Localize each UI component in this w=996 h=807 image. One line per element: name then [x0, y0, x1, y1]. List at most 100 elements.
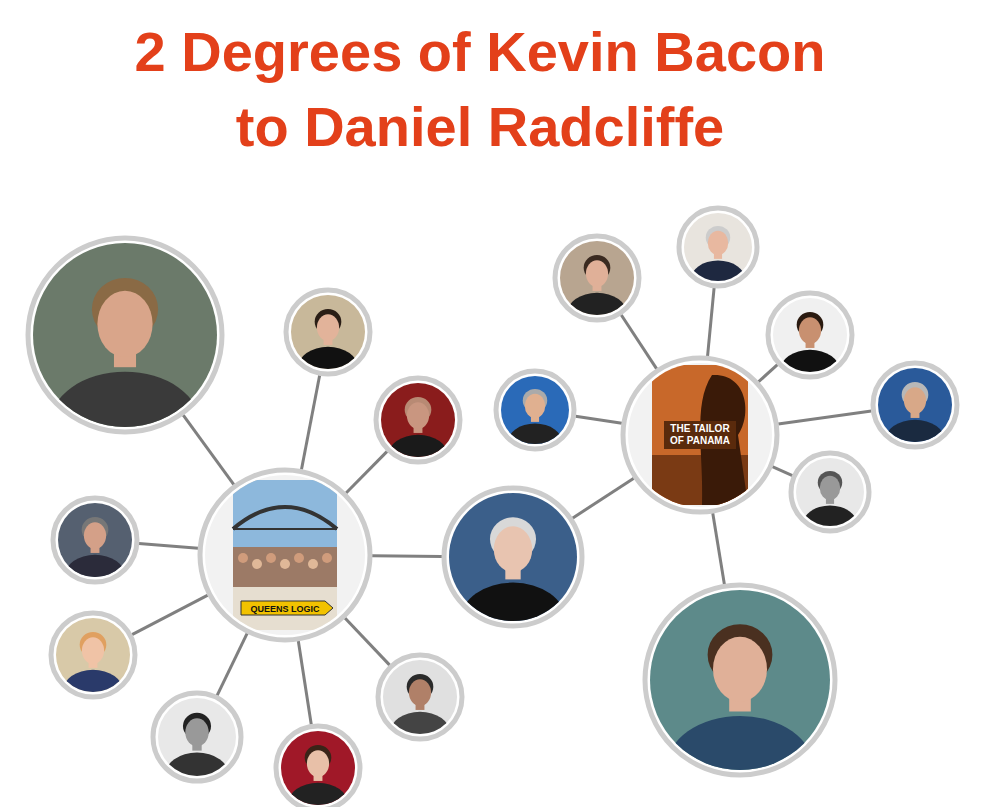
connector-line: [183, 415, 234, 485]
circle-outline: [25, 235, 225, 435]
poster-bridge-deck: [233, 528, 337, 530]
diagram-title: 2 Degrees of Kevin Bacon to Daniel Radcl…: [115, 14, 845, 164]
photo-shoulders: [65, 555, 126, 585]
circle-outline: [642, 582, 838, 778]
circle-picture: [552, 233, 642, 323]
photo-shoulders: [780, 350, 841, 380]
photo-shoulders: [690, 261, 746, 289]
connector-line: [772, 467, 792, 476]
photo-face: [904, 387, 926, 414]
connector-line: [217, 633, 247, 695]
poster-circle: THE TAILOR OF PANAMA: [620, 355, 780, 515]
photo-shoulders: [63, 670, 124, 700]
photo-face: [799, 317, 821, 344]
poster-figure: [294, 553, 304, 563]
circle-outline: [283, 287, 373, 377]
photo-face: [84, 522, 106, 549]
photo-face: [586, 260, 608, 287]
photo-shoulders: [802, 506, 858, 534]
photo-circle: [373, 375, 463, 465]
photo-circle: [765, 290, 855, 380]
circle-picture: [273, 723, 363, 807]
photo-circle: [870, 360, 960, 450]
circle-outline: [788, 450, 872, 534]
connector-line: [778, 411, 871, 424]
photo-shoulders: [567, 293, 628, 323]
photo-shoulders: [288, 783, 349, 807]
photo-circle: [50, 495, 140, 585]
poster-sky: [233, 480, 337, 547]
connector-line: [345, 618, 390, 665]
circle-picture: [788, 450, 872, 534]
circle-outline: [197, 467, 373, 643]
poster-title: THE TAILOR OF PANAMA: [664, 421, 736, 449]
photo-face: [713, 637, 767, 702]
photo-shoulders: [298, 347, 359, 377]
connector-line: [713, 513, 725, 584]
circle-picture: [197, 467, 373, 643]
circle-outline: [375, 652, 465, 742]
circle-outline: [48, 610, 138, 700]
photo-circle: [273, 723, 363, 807]
photo-circle: [25, 235, 225, 435]
circle-picture: [50, 495, 140, 585]
circle-picture: [441, 485, 585, 629]
circle-outline: [870, 360, 960, 450]
connector-line: [132, 595, 208, 634]
photo-shoulders: [507, 424, 563, 452]
circle-picture: [620, 355, 780, 515]
photo-face: [82, 637, 104, 664]
circle-picture: [48, 610, 138, 700]
circle-picture: [150, 690, 244, 784]
circle-picture: [25, 235, 225, 435]
photo-circle: [150, 690, 244, 784]
photo-circle: [375, 652, 465, 742]
circle-picture: [493, 368, 577, 452]
photo-circle: [552, 233, 642, 323]
photo-face: [317, 314, 339, 341]
circle-outline: [373, 375, 463, 465]
photo-face: [307, 750, 329, 777]
photo-circle: [283, 287, 373, 377]
connector-line: [758, 365, 777, 382]
photo-shoulders: [885, 420, 946, 450]
photo-face: [494, 526, 532, 572]
connector-line: [346, 451, 387, 493]
poster-figure: [280, 559, 290, 569]
circle-picture: [373, 375, 463, 465]
photo-circle: [788, 450, 872, 534]
poster-figure: [322, 553, 332, 563]
photo-face: [407, 402, 429, 429]
circle-outline: [273, 723, 363, 807]
circle-outline: [552, 233, 642, 323]
circle-outline: [150, 690, 244, 784]
photo-shoulders: [388, 435, 449, 465]
connector-line: [708, 288, 715, 357]
photo-circle: [676, 205, 760, 289]
photo-shoulders: [165, 753, 229, 784]
circle-picture: [676, 205, 760, 289]
connector-line: [572, 478, 633, 518]
photo-face: [820, 476, 840, 500]
photo-circle: [48, 610, 138, 700]
connector-line: [298, 641, 311, 725]
poster-background: [620, 355, 780, 515]
photo-face: [708, 231, 728, 255]
poster-figure: [238, 553, 248, 563]
circle-outline: [441, 485, 585, 629]
circle-picture: [765, 290, 855, 380]
poster-bridge-arch: [233, 507, 337, 529]
circle-picture: [870, 360, 960, 450]
photo-circle: [493, 368, 577, 452]
poster-title: QUEENS LOGIC: [250, 603, 319, 615]
connector-line: [372, 554, 442, 558]
poster-circle: QUEENS LOGIC: [197, 467, 373, 643]
poster-figure: [308, 559, 318, 569]
circle-outline: [676, 205, 760, 289]
circle-picture: [375, 652, 465, 742]
photo-face: [409, 679, 431, 706]
poster-arrow-sign: [241, 601, 333, 615]
photo-shoulders: [390, 712, 451, 742]
connector-line: [621, 315, 657, 369]
